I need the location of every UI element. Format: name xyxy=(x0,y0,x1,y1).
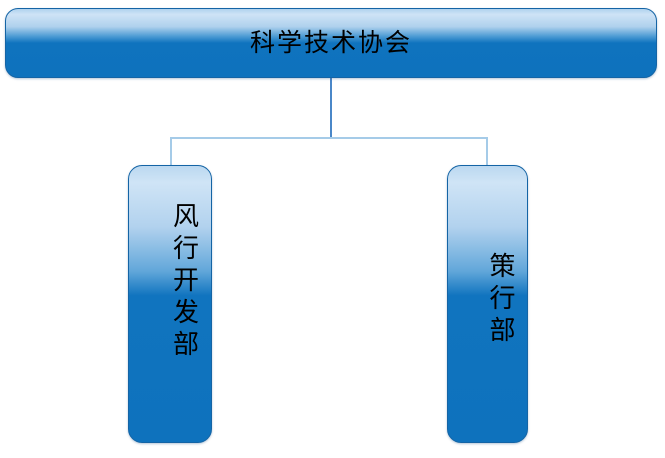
connector-root-stem xyxy=(330,78,332,139)
connector-drop-left xyxy=(170,137,172,167)
org-node-root[interactable]: 科学技术协会 xyxy=(5,8,657,78)
org-node-child-right-label: 策行部 xyxy=(485,252,516,348)
connector-drop-right xyxy=(486,137,488,167)
connector-horizontal-branch xyxy=(170,137,488,139)
org-node-child-left-label: 风行开发部 xyxy=(168,202,199,362)
org-node-child-left[interactable]: 风行开发部 xyxy=(128,165,212,443)
org-node-root-label: 科学技术协会 xyxy=(249,27,412,57)
org-node-child-right[interactable]: 策行部 xyxy=(447,165,528,443)
